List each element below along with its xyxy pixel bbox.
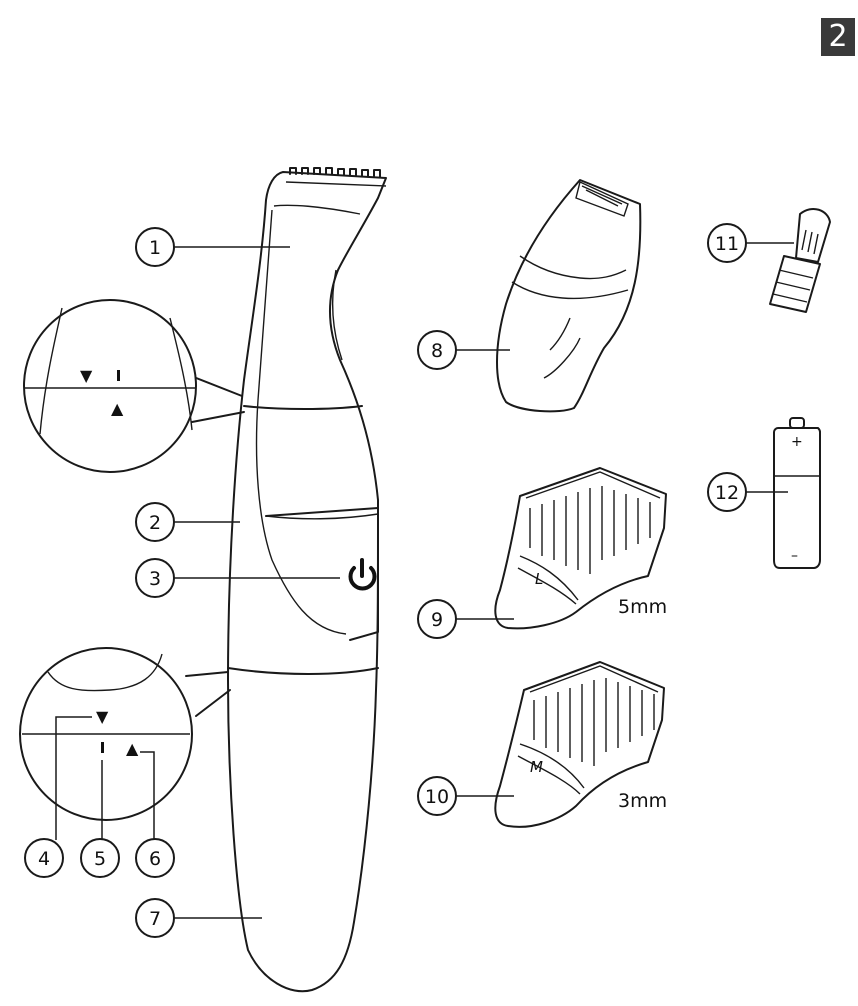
comb-m-letter: M [530,758,543,776]
unlock-bar-mark-2 [101,742,104,753]
callout-8-label: 8 [431,340,443,362]
callout-9: 9 [417,599,457,639]
callout-8: 8 [417,330,457,370]
callout-9-label: 9 [431,609,443,631]
callout-7-label: 7 [149,908,161,930]
callout-3-label: 3 [149,568,161,590]
callout-1-label: 1 [149,237,161,259]
page-number: 2 [828,19,848,54]
up-arrow-mark: ▲ [111,399,124,418]
callout-2: 2 [135,502,175,542]
up-arrow-mark-2: ▲ [126,739,139,758]
callout-4: 4 [24,838,64,878]
callout-10: 10 [417,776,457,816]
lock-detail-magnifier-top: ▼ ▲ [23,299,245,473]
unlock-bar-mark [117,370,120,381]
precision-trimmer-head [496,179,642,413]
callout-11-label: 11 [715,233,739,255]
callout-12-label: 12 [715,482,739,504]
callout-5-label: 5 [94,848,106,870]
page-number-badge [821,18,855,56]
callout-6-label: 6 [149,848,161,870]
cleaning-brush [769,207,831,313]
callout-6: 6 [135,838,175,878]
leader-lines [174,242,794,919]
comb-l-5mm: L [494,467,667,630]
down-arrow-mark-2: ▼ [96,707,109,726]
callout-12: 12 [707,472,747,512]
callout-10-label: 10 [425,786,449,808]
down-arrow-mark: ▼ [80,366,93,385]
power-icon [348,558,377,591]
aa-battery: + – [773,417,821,569]
battery-minus-sign: – [791,548,798,564]
comb-m-3mm: M [494,661,665,828]
callout-3: 3 [135,558,175,598]
comb-m-size-label: 3mm [618,790,667,812]
callout-5: 5 [80,838,120,878]
callout-11: 11 [707,223,747,263]
callout-7: 7 [135,898,175,938]
battery-plus-sign: + [791,434,803,450]
lock-detail-magnifier-bottom: ▼ ▲ [19,647,231,840]
comb-l-letter: L [535,570,543,588]
callout-1: 1 [135,227,175,267]
callout-2-label: 2 [149,512,161,534]
trimmer-body [227,167,387,993]
comb-l-size-label: 5mm [618,596,667,618]
callout-4-label: 4 [38,848,50,870]
